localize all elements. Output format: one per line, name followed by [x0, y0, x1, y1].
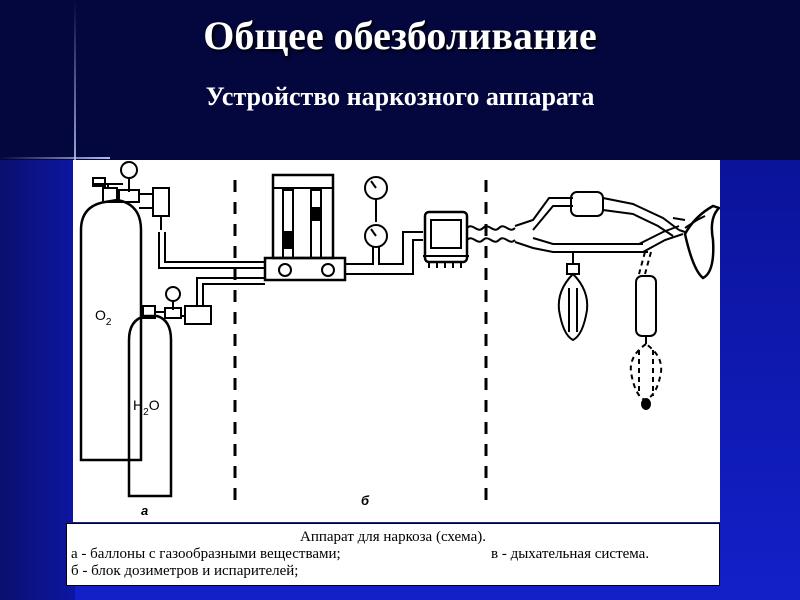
label-h2o: H2O: [133, 397, 160, 418]
vaporizer: [423, 210, 469, 268]
slide-title: Общее обезболивание: [203, 13, 597, 58]
slide-subtitle: Устройство наркозного аппарата: [205, 82, 595, 111]
slide-left-band: [0, 160, 75, 600]
o2-regulator: [118, 161, 170, 230]
label-section-b: б: [361, 493, 370, 508]
decorative-vertical-line: [74, 0, 76, 175]
expiratory-bag: [629, 251, 663, 410]
label-o2: O2: [95, 307, 112, 328]
outlet-gauges: [345, 176, 423, 275]
figure-caption: Аппарат для наркоза (схема). а - баллоны…: [66, 523, 720, 586]
o2-cylinder: [79, 177, 143, 462]
caption-title: Аппарат для наркоза (схема).: [300, 529, 486, 545]
label-section-a: а: [141, 503, 148, 518]
anesthesia-machine-diagram: O2 H2O а б: [73, 160, 720, 522]
breathing-system: [514, 191, 706, 253]
caption-line-a: а - баллоны с газообразными веществами;: [71, 546, 341, 562]
caption-line-b: б - блок дозиметров и испарителей;: [71, 563, 299, 579]
n2o-regulator: [155, 286, 212, 325]
face-mask: [683, 204, 720, 280]
dosimeter-block: [263, 173, 347, 282]
gas-lines: [158, 232, 265, 306]
corrugated-hose: [466, 225, 516, 243]
decorative-horizontal-line: [0, 157, 110, 159]
reservoir-bag: [557, 252, 589, 342]
caption-line-c: в - дыхательная система.: [491, 546, 650, 562]
